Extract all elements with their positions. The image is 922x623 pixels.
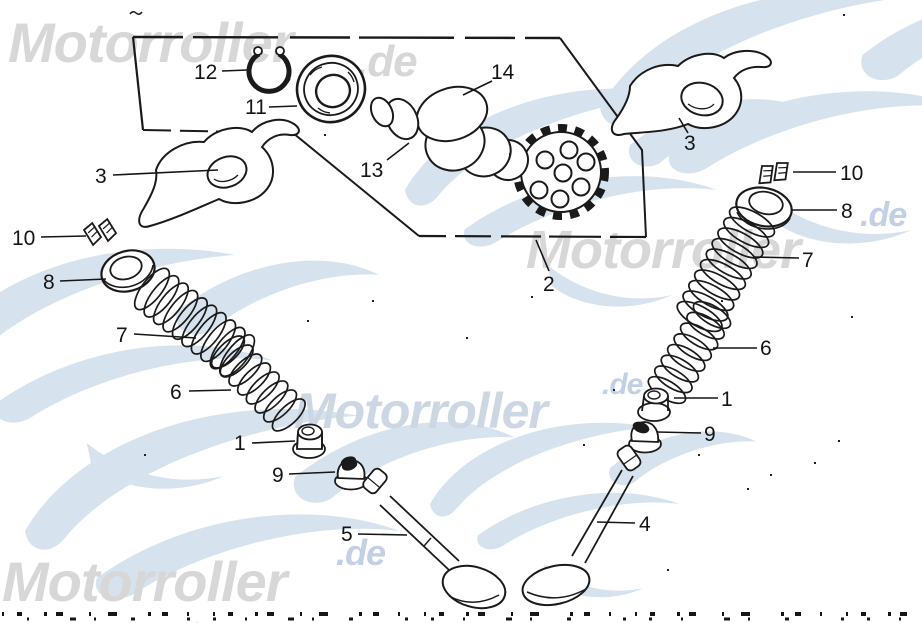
watermark-tld-bottom-left: .de: [336, 532, 386, 573]
callout-spring-right-7: 7: [802, 249, 814, 272]
watermark-brand-top-left: Motorroller: [8, 11, 297, 74]
spring-retainer-left: [100, 249, 156, 293]
callout-cam-lobe-14: 14: [491, 61, 515, 84]
callout-spring-left-6: 6: [170, 381, 182, 404]
callout-retainer-right-8: 8: [841, 200, 853, 223]
callout-camshaft-13: 13: [360, 159, 383, 182]
valve-stem-seal-left: [334, 456, 368, 491]
valve-stem-seal-right: [628, 421, 662, 454]
callout-spring-left-7: 7: [116, 324, 128, 347]
callout-bearing-11: 11: [245, 96, 267, 119]
callout-seal-left-9: 9: [272, 464, 284, 487]
seal-opening: [632, 421, 650, 434]
text-watermarks: Motorroller .de Motorroller .de Motorrol…: [2, 11, 907, 613]
camshaft-sprocket: [513, 124, 609, 220]
callout-retainer-left-8: 8: [43, 271, 55, 294]
spring-seat-left: [292, 423, 326, 459]
watermark-brand-center-right: Motorroller: [526, 220, 804, 280]
watermark-brand-bottom-left: Motorroller: [2, 550, 291, 613]
watermark-tld-mid-left: .de: [602, 368, 643, 401]
callout-valve-4: 4: [639, 513, 651, 536]
camshaft-tip: [369, 96, 395, 128]
intake-valve: [360, 465, 507, 610]
rocker-arm-right-bore: [680, 81, 724, 117]
callout-seat-left-1: 1: [234, 432, 246, 455]
scan-noise-dots: [144, 14, 853, 571]
camshaft: [369, 85, 529, 181]
callout-seal-right-9: 9: [704, 423, 716, 446]
callout-circlip-12: 12: [194, 61, 217, 84]
exhaust-valve: [521, 442, 644, 607]
spring-seat-right: [637, 387, 671, 422]
callout-panel-2: 2: [543, 273, 555, 296]
rocker-arm-left-bore: [206, 155, 248, 189]
spring-retainer-right: [735, 186, 793, 230]
callout-labels: 12 11 14 13 2 3 10 8 7 6 1 9 5 3 10 8 7 …: [12, 61, 863, 546]
callout-valve-5: 5: [341, 523, 353, 546]
callout-rocker-left-3: 3: [95, 165, 107, 188]
scan-edge-noise: [2, 612, 920, 621]
ball-bearing: [295, 54, 367, 124]
valve-cotters-right: [754, 158, 793, 188]
leader-lines: [40, 69, 837, 536]
rocker-arm-right: [610, 50, 772, 136]
callout-rocker-right-3: 3: [684, 132, 696, 155]
callout-seat-right-1: 1: [721, 388, 733, 411]
callout-cotters-left-10: 10: [12, 227, 35, 250]
stray-mark: [129, 10, 143, 16]
rocker-arm-left: [138, 118, 300, 228]
watermark-tld-top-left: .de: [356, 37, 417, 86]
callout-cotters-right-10: 10: [840, 162, 863, 185]
watermark-brand-mid-left: Motorroller: [294, 383, 550, 439]
circlip: [246, 46, 292, 94]
watermark-tld-center-right: .de: [860, 196, 906, 234]
valve-cotters-left: [81, 216, 119, 248]
callout-spring-right-6: 6: [760, 337, 772, 360]
sprocket-holes: [529, 140, 596, 209]
seal-opening: [340, 456, 358, 471]
